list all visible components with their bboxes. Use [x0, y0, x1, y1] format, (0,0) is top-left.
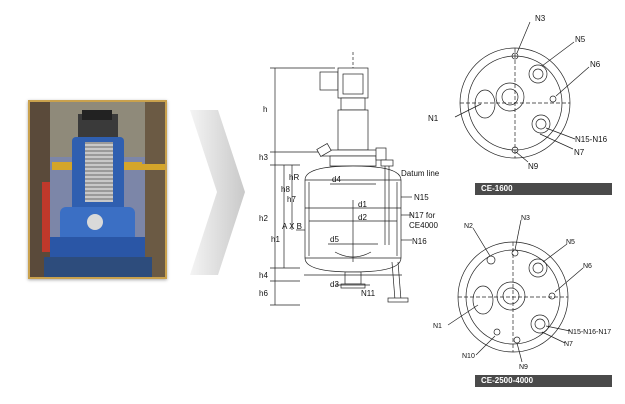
label-h3: h3: [259, 153, 268, 162]
label-h1: h1: [271, 235, 280, 244]
label-d3: d3: [330, 280, 339, 289]
top1-label-n15-n16: N15-N16: [575, 135, 608, 144]
caption-ce1600: CE-1600: [475, 183, 612, 195]
top2-label-n2: N2: [464, 223, 473, 230]
label-n17-ce4000: CE4000: [409, 221, 438, 230]
label-n17: N17 for: [409, 211, 436, 220]
caption-ce2500-4000: CE-2500-4000: [475, 375, 612, 387]
label-h2: h2: [259, 214, 268, 223]
label-h4: h4: [259, 271, 268, 280]
label-axb: A X B: [282, 222, 302, 231]
top1-label-n9: N9: [528, 162, 539, 171]
top2-label-n3: N3: [521, 215, 530, 222]
label-h6: h6: [259, 289, 268, 298]
top2-label-n7: N7: [564, 341, 573, 348]
top1-label-n5: N5: [575, 35, 586, 44]
label-datum-line: Datum line: [401, 169, 440, 178]
top1-label-n1: N1: [428, 114, 439, 123]
top2-label-n10: N10: [462, 353, 475, 360]
top1-label-n7: N7: [574, 148, 585, 157]
top2-label-n1: N1: [433, 323, 442, 330]
top2-label-n6: N6: [583, 263, 592, 270]
label-hR: hR: [289, 173, 299, 182]
label-d1: d1: [358, 200, 367, 209]
top-view-ce2500-4000: [447, 219, 584, 363]
label-n11: N11: [361, 289, 376, 298]
label-d5: d5: [330, 235, 339, 244]
label-d4: d4: [332, 175, 341, 184]
top-view-ce1600: [454, 21, 590, 163]
label-h: h: [263, 105, 267, 114]
arrow-right-icon: [190, 110, 245, 275]
top2-label-n9: N9: [519, 364, 528, 371]
top1-label-n6: N6: [590, 60, 601, 69]
label-n16: N16: [412, 237, 427, 246]
top1-label-n3: N3: [535, 14, 546, 23]
reactor-photo: [28, 100, 167, 279]
label-n15: N15: [414, 193, 429, 202]
top2-label-n5: N5: [566, 239, 575, 246]
photo-illustration: [30, 102, 165, 277]
label-h8: h8: [281, 185, 290, 194]
label-d2: d2: [358, 213, 367, 222]
top2-label-n15-n16-n17: N15-N16-N17: [568, 329, 611, 336]
label-h7: h7: [287, 195, 296, 204]
